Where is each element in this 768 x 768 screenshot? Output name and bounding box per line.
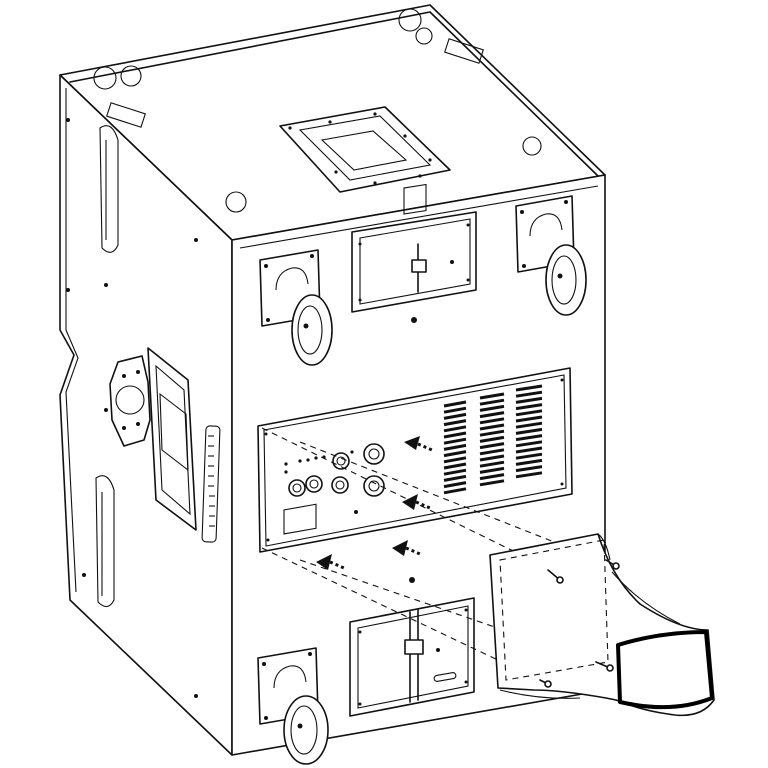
caster-bottom-left xyxy=(257,647,329,765)
heatsink-fin xyxy=(515,452,543,460)
heatsink-fin xyxy=(515,434,543,442)
heatsink-fin xyxy=(443,462,467,470)
heatsink-fin xyxy=(443,400,467,408)
pole-mount xyxy=(109,355,151,447)
heatsink-fin xyxy=(479,479,505,487)
heatsink-fin xyxy=(479,466,505,474)
caster-top-right xyxy=(515,195,587,316)
heatsink-fin xyxy=(443,412,467,420)
heatsink-fin xyxy=(479,417,505,425)
heatsink-fin xyxy=(515,471,543,479)
heatsink-fin xyxy=(479,435,505,443)
heatsink-fin xyxy=(443,431,467,439)
heatsink-fin xyxy=(479,448,505,456)
cabinet-left-side xyxy=(59,74,233,756)
heatsink-fin xyxy=(479,404,505,412)
heatsink-fin xyxy=(515,396,543,404)
heatsink-fin xyxy=(515,446,543,454)
arrow-lower-left xyxy=(316,554,345,570)
heatsink-fin xyxy=(443,481,467,489)
heatsink-fin xyxy=(479,473,505,481)
cover-screws xyxy=(539,559,620,688)
heatsink-fin xyxy=(443,406,467,414)
heatsink-fin xyxy=(443,456,467,464)
installation-guide-lines xyxy=(261,427,609,681)
heatsink xyxy=(443,384,543,495)
arrow-upper-right xyxy=(404,436,433,452)
heatsink-fin xyxy=(443,437,467,445)
heatsink-fin xyxy=(479,454,505,462)
heatsink-fin xyxy=(515,440,543,448)
heatsink-fin xyxy=(479,442,505,450)
side-handle xyxy=(147,347,197,531)
heatsink-fin xyxy=(443,419,467,427)
heatsink-fin xyxy=(515,427,543,435)
heatsink-fin xyxy=(443,443,467,451)
io-panel xyxy=(283,443,385,535)
heatsink-fin xyxy=(479,460,505,468)
heatsink-fin xyxy=(479,429,505,437)
amplifier-module xyxy=(257,367,573,553)
cover-opening xyxy=(616,630,714,710)
heatsink-fin xyxy=(479,423,505,431)
heatsink-fin xyxy=(515,465,543,473)
heatsink-fin xyxy=(479,398,505,406)
heatsink-fin xyxy=(443,487,467,495)
heatsink-fin xyxy=(443,474,467,482)
heatsink-fin xyxy=(515,458,543,466)
heatsink-fin xyxy=(515,415,543,423)
cabinet-top xyxy=(59,4,606,241)
heatsink-fin xyxy=(515,384,543,392)
heatsink-fin xyxy=(479,411,505,419)
heatsink-fin xyxy=(515,409,543,417)
heatsink-fin xyxy=(515,390,543,398)
heatsink-fin xyxy=(515,403,543,411)
arrow-lower-right xyxy=(392,540,421,556)
protective-cover xyxy=(489,533,715,717)
heatsink-fin xyxy=(515,421,543,429)
heatsink-fin xyxy=(443,468,467,476)
top-handle xyxy=(279,106,451,193)
heatsink-fin xyxy=(443,450,467,458)
heatsink-fin xyxy=(479,392,505,400)
lower-rigging-panel xyxy=(349,577,475,717)
arrow-middle xyxy=(402,494,431,510)
caster-top-left xyxy=(259,249,333,366)
heatsink-fin xyxy=(443,425,467,433)
upper-rigging-panel xyxy=(351,183,477,323)
